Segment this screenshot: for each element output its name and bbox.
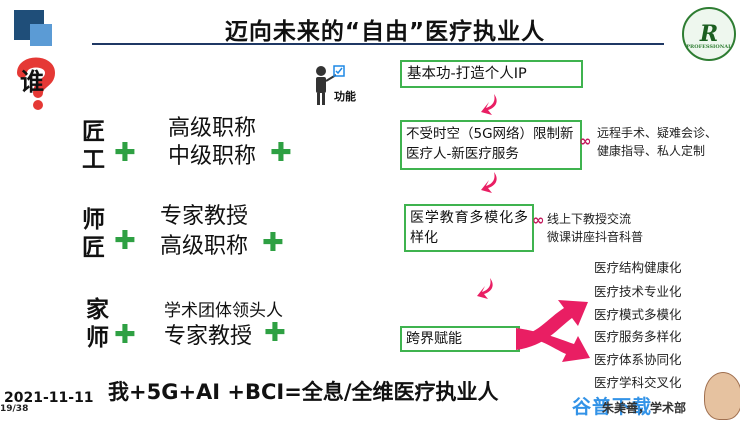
slide-title: 迈向未来的“自由”医疗执业人	[224, 19, 546, 45]
function-label: 功能	[334, 90, 356, 103]
outcome-item: 医疗结构健康化	[594, 260, 682, 275]
plus-icon: ✚	[114, 320, 136, 350]
flow-step2-note-2: 健康指导、私人定制	[597, 144, 706, 158]
role-1-top: 匠	[82, 119, 105, 145]
flow-step3-note-2: 微课讲座抖音科普	[547, 230, 644, 244]
pink-split-arrow-icon	[516, 300, 590, 362]
flow-step-crossover: 跨界赋能	[400, 326, 520, 352]
infinity-icon: ∞	[579, 132, 592, 150]
role-1-right-top: 高级职称	[168, 116, 257, 141]
corner-decoration-light	[30, 24, 52, 46]
infinity-icon: ∞	[532, 211, 545, 229]
flow-step3-note-1: 线上下教授交流	[547, 212, 632, 226]
flow-step-education: 医学教育多模化多样化	[404, 204, 534, 252]
question-mark-icon	[17, 57, 56, 110]
role-2-right-top: 专家教授	[160, 204, 249, 229]
title-underline	[92, 43, 664, 45]
presenter-icon	[316, 65, 345, 105]
role-1-right-bottom: 中级职称	[168, 144, 257, 169]
role-1-bottom: 工	[82, 147, 105, 173]
role-2-bottom: 匠	[82, 235, 105, 261]
outcome-item: 医疗服务多样化	[594, 329, 682, 344]
role-3-bottom: 师	[86, 325, 109, 351]
author-avatar	[704, 372, 740, 420]
role-2-right-bottom: 高级职称	[160, 234, 249, 259]
outcome-item: 医疗模式多模化	[594, 307, 682, 322]
who-label: 谁	[20, 68, 44, 96]
flow-step-anytime: 不受时空（5G网络）限制新医疗人-新医疗服务	[400, 120, 582, 170]
outcome-item: 医疗技术专业化	[594, 284, 682, 299]
role-2-top: 师	[82, 207, 105, 233]
plus-icon: ✚	[114, 226, 136, 256]
author-label: 朱美善，学术部	[602, 401, 687, 415]
pink-down-arrow-icon	[481, 172, 497, 193]
outcome-item: 医疗学科交叉化	[594, 375, 682, 390]
pink-down-arrow-icon	[477, 278, 493, 299]
page-number: 19/38	[0, 404, 29, 414]
plus-icon: ✚	[264, 318, 286, 348]
plus-icon: ✚	[262, 228, 284, 258]
outcome-item: 医疗体系协同化	[594, 352, 682, 367]
slide-date: 2021-11-11	[4, 390, 94, 406]
formula-text: 我+5G+AI +BCI=全息/全维医疗执业人	[108, 380, 499, 404]
watermark-logo: 谷普下载	[572, 396, 653, 418]
role-3-right-bottom: 专家教授	[164, 324, 253, 349]
plus-icon: ✚	[114, 138, 136, 168]
role-3-right-top: 学术团体领头人	[164, 301, 283, 321]
flow-step-basic: 基本功-打造个人IP	[400, 60, 583, 88]
flow-step2-note-1: 远程手术、疑难会诊、	[597, 126, 718, 140]
pink-down-arrow-icon	[481, 94, 497, 115]
plus-icon: ✚	[270, 138, 292, 168]
role-3-top: 家	[86, 297, 109, 323]
